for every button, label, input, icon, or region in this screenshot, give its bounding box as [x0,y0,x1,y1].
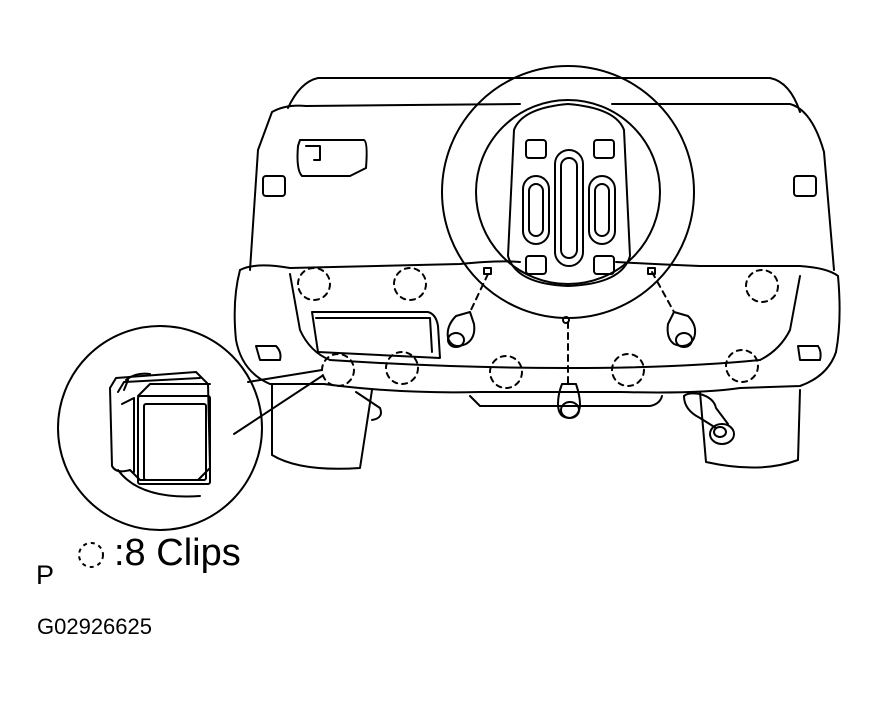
clip-marker-4 [322,354,354,386]
right-reflector [798,346,821,360]
clip-marker-7 [612,354,644,386]
bumper-right-end [740,276,840,388]
left-reflector [256,346,281,360]
clip-marker-5 [386,352,418,384]
spare-tire-inner [476,100,660,284]
screw-right [668,312,696,346]
screw-left [448,312,475,346]
spare-cover-plate [508,104,630,286]
dashed-circle-icon [76,540,106,570]
detail-callout-leader-upper [248,370,322,382]
bumper-left-end [235,270,324,384]
right-tail-lamp [794,176,816,196]
body-left-pillar [250,150,258,270]
clip-marker-1 [298,268,330,300]
bumper-upper-edge [240,261,520,270]
body-left-side [258,104,520,150]
exhaust-pipe [684,396,716,428]
body-right-side [612,104,824,152]
clip-markers [298,268,778,388]
left-tire [272,385,372,469]
body-right-pillar [824,152,834,270]
detail-callout-circle [58,326,262,530]
license-plate-recess [312,312,440,358]
figure-id-label: G02926625 [37,614,152,639]
rear-lens [298,140,367,176]
roof-line [288,78,800,112]
clip-marker-8 [726,350,758,382]
legend-clips-label: :8 Clips [114,532,241,574]
clip-marker-6 [490,356,522,388]
clip-marker-3 [746,270,778,302]
view-letter-label: P [36,560,55,590]
clip-marker-2 [394,268,426,300]
bumper-lower-edge [324,384,740,393]
detail-callout-leader-lower [234,376,322,434]
right-tire [700,390,800,468]
left-tail-lamp [263,176,285,196]
